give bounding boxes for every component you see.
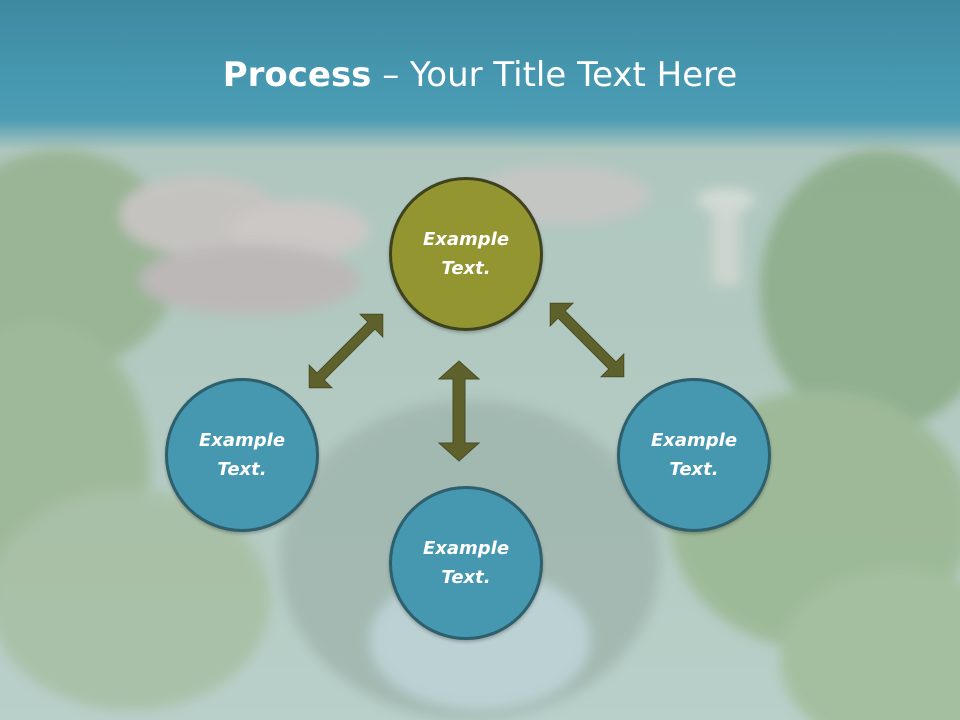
process-node-bottom-label: Example Text. xyxy=(422,538,510,588)
arrow-left-center xyxy=(308,313,384,389)
process-node-bottom: Example Text. xyxy=(389,486,543,640)
process-node-right: Example Text. xyxy=(617,378,771,532)
process-node-left: Example Text. xyxy=(165,378,319,532)
slide-title-bold: Process xyxy=(222,55,372,95)
process-node-center: Example Text. xyxy=(389,177,543,331)
slide-title-rest: – Your Title Text Here xyxy=(371,55,738,95)
process-node-center-label: Example Text. xyxy=(422,229,510,279)
process-node-left-label: Example Text. xyxy=(198,430,286,480)
slide-title: Process – Your Title Text Here xyxy=(0,52,960,98)
arrow-center-bottom xyxy=(437,360,481,462)
process-node-right-label: Example Text. xyxy=(650,430,738,480)
arrow-center-right xyxy=(549,302,625,378)
title-bar xyxy=(0,0,960,150)
